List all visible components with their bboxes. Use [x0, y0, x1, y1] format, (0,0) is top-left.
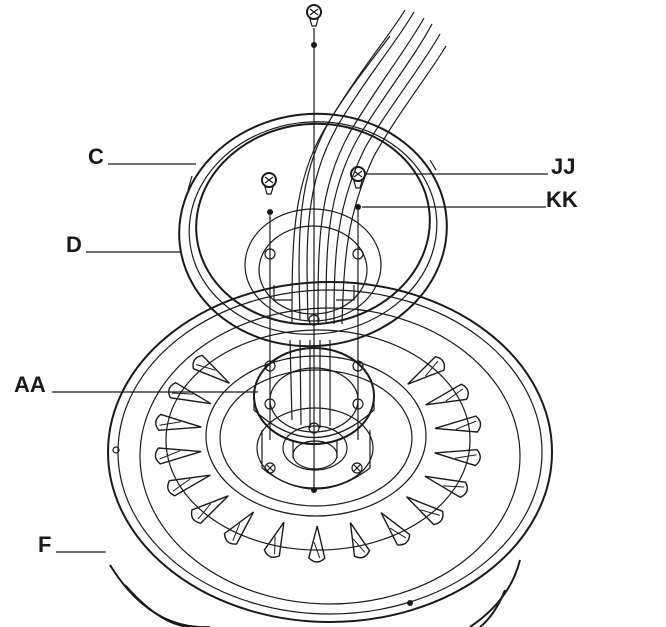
motor-hub: [256, 407, 374, 490]
vent-slot: [155, 413, 202, 432]
vent-slot: [190, 495, 229, 525]
label-d: D: [66, 232, 82, 257]
vent-hatch: [196, 364, 216, 371]
vent-slot: [167, 474, 211, 497]
vent-hatch: [424, 360, 439, 377]
vent-hatch: [159, 450, 181, 460]
label-f: F: [38, 532, 51, 557]
motor-housing: [107, 281, 553, 627]
vent-slot: [154, 447, 202, 465]
label-aa-group: AA: [14, 372, 258, 397]
vent-hatch: [420, 509, 440, 516]
vent-hatch: [389, 527, 407, 539]
vent-hatch: [172, 478, 191, 492]
vent-hatch: [442, 485, 465, 488]
vent-slot: [434, 415, 482, 433]
vent-hatch: [455, 454, 477, 459]
vent-slot: [434, 448, 481, 467]
label-kk-group: KK: [362, 187, 578, 212]
vent-slot: [349, 522, 371, 559]
vent-slot: [168, 381, 212, 405]
label-aa: AA: [14, 372, 46, 397]
screw-icon: [350, 166, 366, 440]
vent-hatch: [171, 392, 194, 395]
label-c-group: C: [88, 144, 196, 169]
vent-slot: [192, 354, 230, 384]
vent-hatch: [159, 421, 181, 426]
label-kk: KK: [546, 187, 578, 212]
vent-slot: [263, 521, 285, 558]
label-c: C: [88, 144, 104, 169]
vent-hatch: [274, 536, 276, 555]
hub-screw-right: [351, 462, 363, 474]
center-rod: [311, 28, 317, 493]
canopy-trim-ring: [178, 112, 448, 348]
housing-vent-slots: [154, 354, 482, 563]
vent-slot: [380, 512, 411, 546]
vent-hatch: [455, 420, 477, 430]
vent-slot: [424, 475, 468, 499]
vent-slot: [223, 511, 255, 545]
label-jj: JJ: [551, 154, 575, 179]
vent-slot: [406, 496, 444, 526]
hub-screw-left: [264, 462, 276, 474]
label-d-group: D: [66, 232, 180, 257]
mounting-cup: [244, 208, 382, 326]
vent-slot: [308, 525, 326, 563]
top-screw: [306, 4, 322, 48]
screw-icon: [261, 172, 277, 440]
vent-hatch: [445, 388, 464, 402]
vent-hatch: [353, 538, 366, 553]
vent-hatch: [232, 523, 241, 541]
vent-slot: [425, 383, 469, 406]
vent-hatch: [313, 541, 321, 559]
vent-hatch: [197, 503, 212, 520]
label-jj-group: JJ: [366, 154, 575, 179]
wire-bundle: [289, 9, 447, 428]
label-f-group: F: [38, 532, 106, 557]
vent-slot: [407, 355, 446, 385]
